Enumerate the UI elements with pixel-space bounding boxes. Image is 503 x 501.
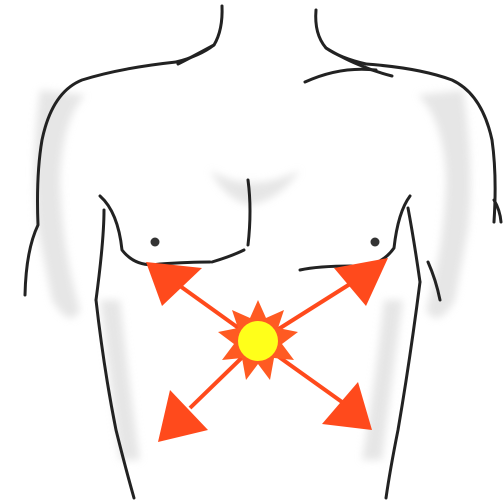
chest-right-inner-line	[408, 208, 420, 282]
shoulder-right-line	[366, 64, 495, 222]
chest-left-line	[100, 196, 210, 265]
trapezius-left-line	[178, 45, 214, 64]
nipples	[151, 238, 380, 247]
chest-left-inner-line	[96, 210, 104, 300]
torso-outline-icon	[25, 6, 501, 498]
pain-center-core	[238, 321, 278, 361]
arrow-head-lower-right	[322, 382, 372, 430]
chest-right-line	[300, 196, 410, 270]
sternum-line	[248, 180, 250, 245]
arrow-head-upper-left	[146, 262, 202, 306]
pec-left-lower-line	[212, 250, 244, 262]
nipple-left	[151, 238, 160, 247]
nipple-right	[371, 238, 380, 247]
shoulder-fold-right-line	[305, 69, 376, 82]
